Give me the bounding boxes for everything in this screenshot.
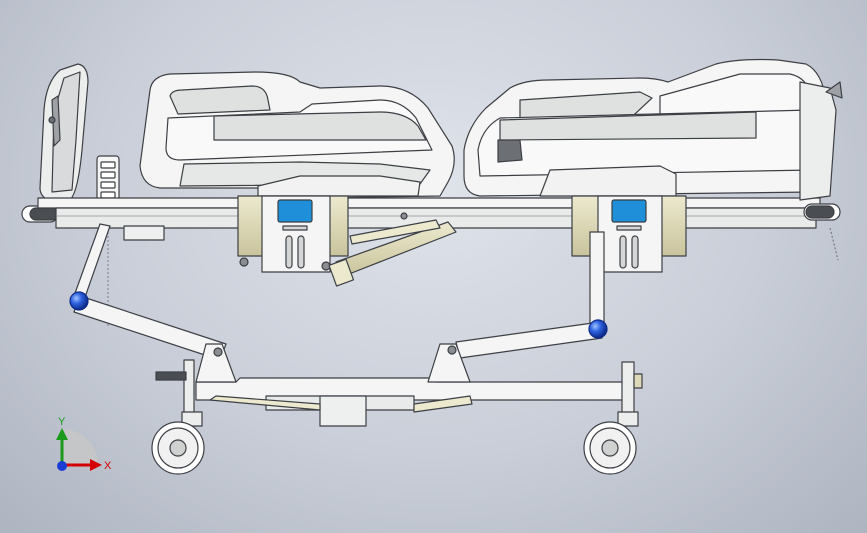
tilt-actuator[interactable]	[328, 212, 457, 287]
y-axis-label: Y	[58, 416, 66, 428]
foot-indicator-window	[611, 199, 647, 223]
side-rail-head[interactable]	[139, 71, 455, 199]
left-arm-joint[interactable]	[69, 291, 89, 311]
base-frame[interactable]	[195, 343, 633, 427]
x-axis-arrowhead	[90, 459, 102, 471]
side-rail-foot[interactable]	[463, 58, 831, 197]
right-arm-joint[interactable]	[588, 319, 608, 339]
caster-wheel-head[interactable]	[151, 411, 205, 475]
head-column-housing[interactable]	[237, 195, 349, 273]
headboard[interactable]	[39, 63, 89, 201]
base-left-upright	[155, 359, 195, 421]
coordinate-triad: Y X	[56, 416, 112, 472]
z-axis-dot	[57, 461, 67, 471]
caster-wheel-foot[interactable]	[583, 411, 639, 475]
head-indicator-window	[277, 199, 313, 223]
foot-column-housing[interactable]	[571, 195, 687, 273]
left-lift-arm[interactable]	[73, 223, 227, 361]
footboard[interactable]	[799, 81, 843, 261]
base-right-upright	[621, 361, 643, 419]
y-axis-arrowhead	[56, 428, 68, 440]
right-bumper-wheel	[803, 203, 841, 221]
x-axis-label: X	[104, 460, 112, 472]
